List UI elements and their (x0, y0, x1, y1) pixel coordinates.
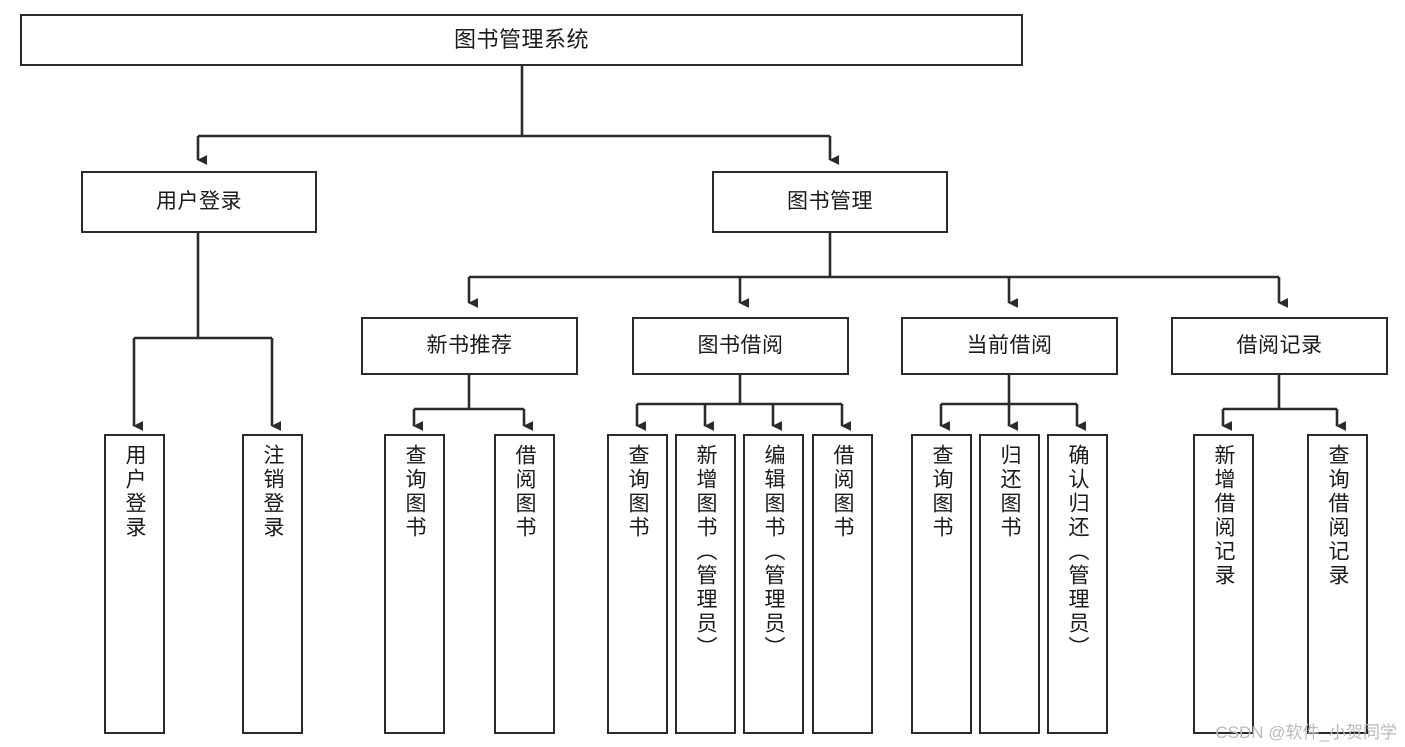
leaf-edit-book[interactable]: 编辑图书（管理员） (743, 434, 804, 734)
node-book-borrow[interactable]: 图书借阅 (632, 317, 849, 375)
leaf-add-record[interactable]: 新增借阅记录 (1193, 434, 1254, 734)
node-label: 用户登录 (156, 189, 242, 213)
leaf-user-login[interactable]: 用户登录 (104, 434, 165, 734)
node-label: 确认归还（管理员） (1066, 444, 1089, 660)
node-label: 借阅图书 (831, 444, 854, 540)
node-user-login[interactable]: 用户登录 (81, 171, 317, 233)
node-label: 借阅图书 (513, 444, 536, 540)
node-label: 图书管理系统 (453, 27, 589, 53)
leaf-query-book-3[interactable]: 查询图书 (911, 434, 972, 734)
node-label: 借阅记录 (1236, 333, 1323, 357)
leaf-return-book[interactable]: 归还图书 (979, 434, 1040, 734)
leaf-confirm-return[interactable]: 确认归还（管理员） (1047, 434, 1108, 734)
node-label: 用户登录 (123, 444, 146, 540)
node-borrow-record[interactable]: 借阅记录 (1171, 317, 1388, 375)
csdn-watermark: CSDN @软件_小贺同学 (1215, 723, 1397, 742)
node-label: 编辑图书（管理员） (762, 444, 785, 660)
node-label: 查询图书 (930, 444, 953, 540)
node-label: 新增借阅记录 (1212, 444, 1235, 588)
node-label: 归还图书 (998, 444, 1021, 540)
node-book-manage[interactable]: 图书管理 (712, 171, 948, 233)
node-label: 图书借阅 (697, 333, 784, 357)
node-label: 新书推荐 (426, 333, 513, 357)
leaf-query-book-1[interactable]: 查询图书 (384, 434, 445, 734)
node-label: 查询图书 (626, 444, 649, 540)
node-current-borrow[interactable]: 当前借阅 (901, 317, 1118, 375)
leaf-add-book[interactable]: 新增图书（管理员） (675, 434, 736, 734)
node-label: 注销登录 (261, 444, 284, 540)
leaf-borrow-book-1[interactable]: 借阅图书 (494, 434, 555, 734)
leaf-borrow-book-2[interactable]: 借阅图书 (812, 434, 873, 734)
node-label: 图书管理 (787, 189, 873, 213)
node-label: 查询借阅记录 (1326, 444, 1349, 588)
node-root-system[interactable]: 图书管理系统 (20, 14, 1023, 66)
node-new-book-recommend[interactable]: 新书推荐 (361, 317, 578, 375)
leaf-query-book-2[interactable]: 查询图书 (607, 434, 668, 734)
leaf-query-record[interactable]: 查询借阅记录 (1307, 434, 1368, 734)
node-label: 新增图书（管理员） (694, 444, 717, 660)
node-label: 当前借阅 (966, 333, 1053, 357)
leaf-logout-login[interactable]: 注销登录 (242, 434, 303, 734)
node-label: 查询图书 (403, 444, 426, 540)
